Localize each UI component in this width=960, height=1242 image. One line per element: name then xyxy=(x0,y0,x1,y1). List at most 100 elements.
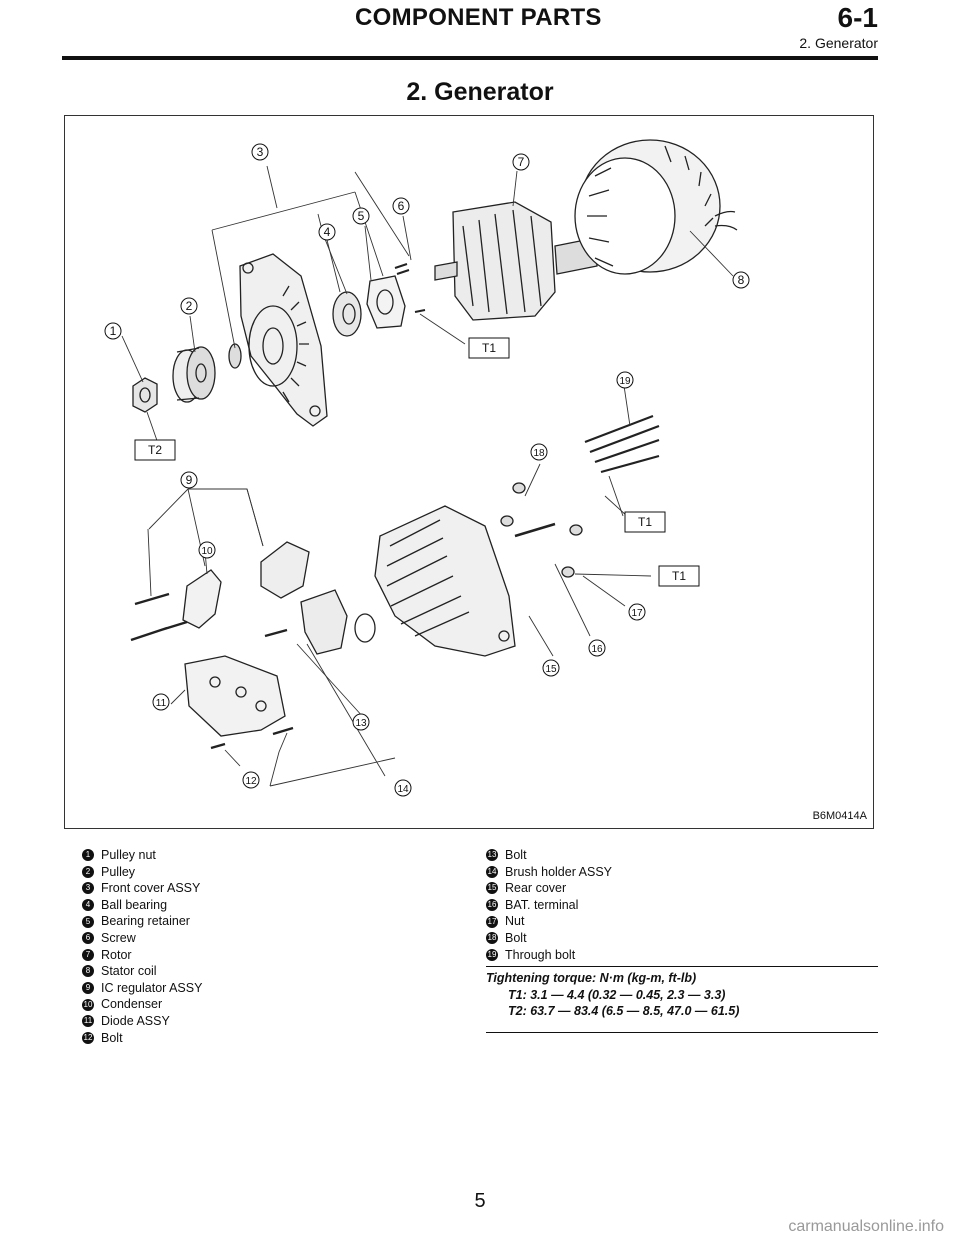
legend-label: Pulley nut xyxy=(101,848,156,862)
legend-label: Bolt xyxy=(101,1030,123,1045)
callout-9: 9 xyxy=(180,471,198,489)
callout-11: 11 xyxy=(152,693,170,711)
torque-tag-t1-a: T1 xyxy=(468,337,510,359)
legend-number-badge: 19 xyxy=(486,948,498,961)
torque-tag-t1-b-text: T1 xyxy=(638,515,652,529)
bearing-retainer-drawing xyxy=(366,275,406,329)
legend-number-badge: 11 xyxy=(82,1015,94,1028)
callout-17-text: 17 xyxy=(631,608,643,619)
legend-number-badge: 8 xyxy=(82,965,94,978)
callout-13: 13 xyxy=(352,713,370,731)
callout-16-text: 16 xyxy=(591,644,603,655)
watermark: carmanualsonline.info xyxy=(788,1218,944,1235)
callout-9-text: 9 xyxy=(186,473,193,487)
figure-code: B6M0414A xyxy=(812,810,867,822)
stator-coil-drawing xyxy=(574,139,738,275)
callout-6: 6 xyxy=(392,197,410,215)
legend-number-badge: 1 xyxy=(82,849,94,862)
legend-label: Through bolt xyxy=(505,947,576,962)
bolts-left-drawing xyxy=(130,592,294,750)
rear-cover-drawing xyxy=(374,505,516,657)
legend-number-badge: 9 xyxy=(82,982,94,995)
seal-drawing xyxy=(228,343,242,369)
legend-label: Pulley xyxy=(101,864,136,879)
legend-label: Ball bearing xyxy=(101,897,168,912)
callout-13-text: 13 xyxy=(355,718,367,729)
callout-14-text: 14 xyxy=(397,784,409,795)
legend-item-8: 8 Stator coil xyxy=(82,963,202,980)
legend-item-12: 12 Bolt xyxy=(82,1030,202,1047)
rotor-drawing xyxy=(434,201,598,321)
callout-4: 4 xyxy=(318,223,336,241)
torque-t1: T1: 3.1 — 4.4 (0.32 — 0.45, 2.3 — 3.3) xyxy=(508,987,726,1002)
legend-label: Condenser xyxy=(101,997,163,1012)
legend-item-5: 5 Bearing retainer xyxy=(82,913,202,930)
torque-tag-t2-text: T2 xyxy=(148,443,162,457)
legend-item-19: 19 Through bolt xyxy=(486,947,612,964)
torque-tag-t1-b: T1 xyxy=(624,511,666,533)
callout-7-text: 7 xyxy=(518,155,525,169)
through-bolts-drawing xyxy=(584,414,660,474)
section-code: 6-1 xyxy=(837,2,878,33)
legend-label: BAT. terminal xyxy=(505,897,579,912)
callout-1-text: 1 xyxy=(110,324,117,338)
page-title: 2. Generator xyxy=(406,78,554,106)
callout-2-text: 2 xyxy=(186,299,193,313)
torque-t2: T2: 63.7 — 83.4 (6.5 — 8.5, 47.0 — 61.5) xyxy=(508,1004,740,1018)
callout-7: 7 xyxy=(512,153,530,171)
torque-tag-t1-a-text: T1 xyxy=(482,341,496,355)
callout-10: 10 xyxy=(198,541,216,559)
legend-item-18: 18 Bolt xyxy=(486,930,612,947)
legend-number-badge: 5 xyxy=(82,915,94,928)
legend-item-15: 15 Rear cover xyxy=(486,880,612,897)
callout-4-text: 4 xyxy=(324,225,331,239)
callout-18: 18 xyxy=(530,443,548,461)
legend-number-badge: 17 xyxy=(486,915,498,928)
callout-5-text: 5 xyxy=(358,209,365,223)
callout-1: 1 xyxy=(104,322,122,340)
legend-number-badge: 2 xyxy=(82,865,94,878)
callout-16: 16 xyxy=(588,639,606,657)
torque-tag-t2: T2 xyxy=(134,439,176,461)
callout-10-text: 10 xyxy=(201,546,213,557)
callout-15-text: 15 xyxy=(545,664,557,675)
section-title: COMPONENT PARTS xyxy=(355,4,602,31)
callout-12-text: 12 xyxy=(245,776,257,787)
legend-item-2: 2 Pulley xyxy=(82,864,202,881)
legend-label: Bearing retainer xyxy=(101,914,190,929)
legend-item-13: 13 Bolt xyxy=(486,847,612,864)
legend-label: Bolt xyxy=(505,930,527,945)
generator-exploded-view: 1 2 3 4 5 6 7 8 9 10 11 12 13 14 15 16 1… xyxy=(104,139,750,797)
legend-label: Nut xyxy=(505,914,525,929)
legend-label: Diode ASSY xyxy=(101,1013,170,1028)
front-cover-drawing xyxy=(239,253,328,427)
callout-15: 15 xyxy=(542,659,560,677)
torque-tag-t1-c: T1 xyxy=(658,565,700,587)
legend-item-17: 17 Nut xyxy=(486,913,612,930)
ball-bearing-drawing xyxy=(332,291,362,337)
legend-label: Stator coil xyxy=(101,964,157,979)
legend-number-badge: 3 xyxy=(82,882,94,895)
torque-tag-t1-c-text: T1 xyxy=(672,569,686,583)
callout-14: 14 xyxy=(394,779,412,797)
ic-regulator-drawing xyxy=(182,541,310,629)
legend-number-badge: 15 xyxy=(486,882,498,895)
callout-8: 8 xyxy=(732,271,750,289)
legend-number-badge: 13 xyxy=(486,849,498,862)
page-number: 5 xyxy=(474,1190,486,1212)
legend-label: Bolt xyxy=(505,848,527,862)
callout-12: 12 xyxy=(242,771,260,789)
header-rule xyxy=(62,56,878,60)
legend-label: Screw xyxy=(101,930,136,945)
legend-number-badge: 16 xyxy=(486,899,498,912)
brush-holder-drawing xyxy=(300,589,376,655)
legend-number-badge: 12 xyxy=(82,1031,94,1044)
legend-label: Rear cover xyxy=(505,881,567,896)
legend-number-badge: 7 xyxy=(82,948,94,961)
legend-number-badge: 18 xyxy=(486,932,498,945)
